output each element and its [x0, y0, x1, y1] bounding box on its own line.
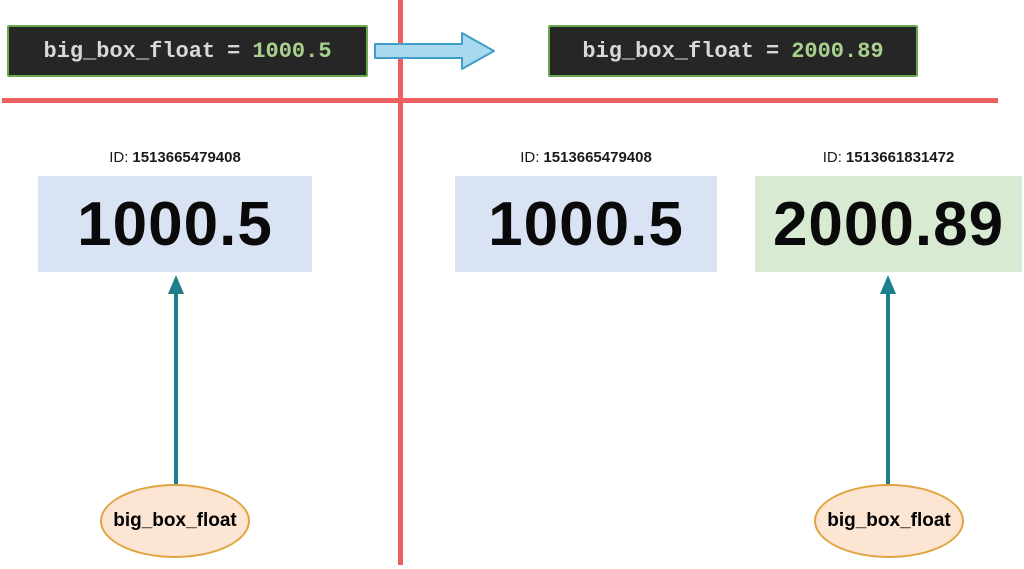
vertical-divider-line: [398, 0, 403, 565]
object-box-float-old: 1000.5: [38, 176, 312, 272]
id-prefix: ID:: [520, 149, 540, 166]
id-number: 1513661831472: [845, 149, 955, 166]
pointer-arrow-icon: [880, 275, 896, 485]
object-id-label: ID:1513661831472: [755, 148, 1022, 168]
transition-arrow-icon: [374, 32, 495, 70]
id-number: 1513665479408: [132, 149, 241, 166]
code-box-before: big_box_float = 1000.5: [7, 25, 368, 77]
id-prefix: ID:: [822, 149, 842, 166]
code-value: 1000.5: [252, 38, 332, 64]
code-box-after: big_box_float = 2000.89: [548, 25, 918, 77]
variable-ellipse: big_box_float: [100, 484, 250, 558]
object-box-float-old: 1000.5: [455, 176, 717, 272]
code-operator: =: [227, 38, 241, 64]
variable-ellipse: big_box_float: [814, 484, 964, 558]
horizontal-divider-line: [2, 98, 998, 103]
variable-name: big_box_float: [827, 510, 951, 531]
object-id-label: ID:1513665479408: [455, 148, 717, 168]
pointer-arrow-icon: [168, 275, 184, 485]
variable-name: big_box_float: [113, 510, 237, 531]
object-value: 2000.89: [772, 189, 1005, 259]
id-prefix: ID:: [109, 149, 129, 166]
id-number: 1513665479408: [543, 149, 652, 166]
object-value: 1000.5: [77, 189, 273, 259]
object-box-float-new: 2000.89: [755, 176, 1022, 272]
object-value: 1000.5: [488, 189, 684, 259]
code-variable: big_box_float: [43, 38, 216, 64]
code-operator: =: [766, 38, 780, 64]
code-value: 2000.89: [791, 38, 884, 64]
code-variable: big_box_float: [582, 38, 754, 64]
object-id-label: ID:1513665479408: [38, 148, 312, 168]
